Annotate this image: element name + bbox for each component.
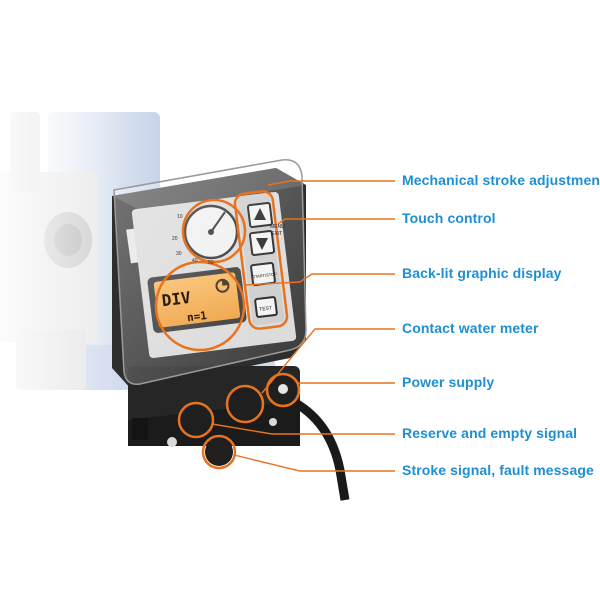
dial-mark: 50 — [208, 260, 214, 266]
callout-lines — [211, 180, 395, 472]
highlight-markers — [154, 190, 301, 470]
lcd-line-2: n=1 — [186, 309, 208, 324]
highlight-reserve-ring — [177, 401, 215, 439]
dial-scale: 10 20 30 40 50 — [172, 214, 214, 266]
key-label-start-stop: START/STOP — [252, 271, 277, 279]
dial-mark: 20 — [172, 236, 178, 242]
dial-mark: 40 — [192, 258, 198, 264]
key-label-menu: MENU — [270, 224, 285, 230]
highlight-dial-ring — [181, 198, 247, 264]
dial-mark: 10 — [177, 214, 183, 220]
callout-label-graphic-display: Back-lit graphic display — [402, 265, 562, 281]
highlight-keypad-ring — [233, 190, 289, 330]
transparent-cover — [113, 159, 307, 385]
highlight-meter-ring — [225, 384, 265, 424]
housing-screw-right — [269, 418, 277, 426]
connector-reserve-signal — [181, 405, 211, 435]
callout-label-power-supply: Power supply — [402, 374, 495, 390]
callout-label-touch-control: Touch control — [402, 210, 496, 226]
connector-stroke-signal — [205, 438, 233, 466]
connectors — [132, 376, 350, 501]
connector-power-screw — [278, 384, 288, 394]
key-label-test: TEST — [259, 305, 272, 313]
pump-left-fade — [0, 105, 120, 405]
highlight-display-ring — [154, 260, 246, 352]
leader-graphic-display — [243, 273, 395, 286]
connector-nut-left — [132, 418, 148, 440]
connector-contact-water-meter — [229, 388, 261, 420]
leader-reserve-signal — [211, 423, 395, 435]
lcd-line-1: DIV — [161, 288, 192, 310]
highlight-power-ring — [265, 372, 301, 408]
leader-stroke-signal — [233, 454, 395, 472]
callout-label-stroke-signal: Stroke signal, fault message — [402, 462, 594, 478]
highlight-stroke-ring — [201, 434, 237, 470]
key-label-exit: EXIT — [271, 231, 282, 237]
leader-water-meter — [261, 328, 395, 394]
leader-stroke-adjustment — [267, 180, 395, 186]
power-cable — [287, 395, 350, 501]
callout-label-reserve-signal: Reserve and empty signal — [402, 425, 578, 441]
pump-background — [0, 105, 275, 405]
dial-mark: 30 — [176, 251, 182, 257]
leader-touch-control — [277, 218, 395, 225]
callout-label-water-meter: Contact water meter — [402, 320, 539, 336]
housing-screw-left — [167, 437, 177, 447]
callout-label-stroke-adjustment: Mechanical stroke adjustment — [402, 172, 600, 188]
